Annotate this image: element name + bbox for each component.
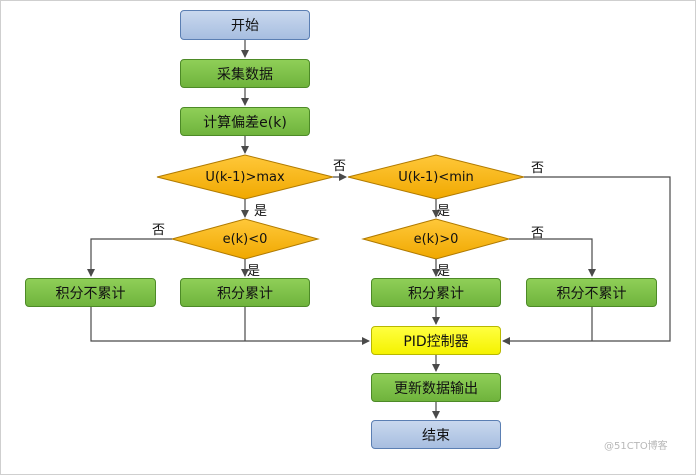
edge-min-no	[502, 176, 671, 345]
decision-min-label: U(k-1)<min	[398, 169, 474, 185]
label-yes-max: 是	[254, 204, 268, 219]
start-node: 开始	[180, 10, 310, 40]
pid-controller-node: PID控制器	[371, 326, 501, 355]
edge-noaccum-left-pid	[90, 307, 370, 345]
label-no-min: 否	[531, 161, 545, 176]
accum-left-node: 积分累计	[180, 278, 310, 307]
accum-right-node: 积分累计	[371, 278, 501, 307]
update-output-node: 更新数据输出	[371, 373, 501, 402]
label-no-max: 否	[333, 159, 347, 174]
no-accum-right-node: 积分不累计	[526, 278, 657, 307]
label-yes-lt0: 是	[247, 264, 261, 279]
decision-ek-lt0-shape	[170, 218, 320, 260]
label-yes-min: 是	[437, 204, 451, 219]
label-no-gt0: 否	[531, 226, 545, 241]
calc-error-node: 计算偏差e(k)	[180, 107, 310, 136]
edge-lt0-no	[87, 238, 172, 277]
no-accum-left-node: 积分不累计	[25, 278, 156, 307]
watermark: @51CTO博客	[604, 441, 668, 452]
end-node: 结束	[371, 420, 501, 449]
collect-data-node: 采集数据	[180, 59, 310, 88]
label-yes-gt0: 是	[437, 264, 451, 279]
label-no-lt0: 否	[152, 223, 166, 238]
edge-gt0-no	[509, 238, 596, 277]
decision-ek-lt0-label: e(k)<0	[222, 231, 268, 247]
decision-max-label: U(k-1)>max	[205, 169, 285, 185]
decision-ek-gt0-label: e(k)>0	[413, 231, 459, 247]
